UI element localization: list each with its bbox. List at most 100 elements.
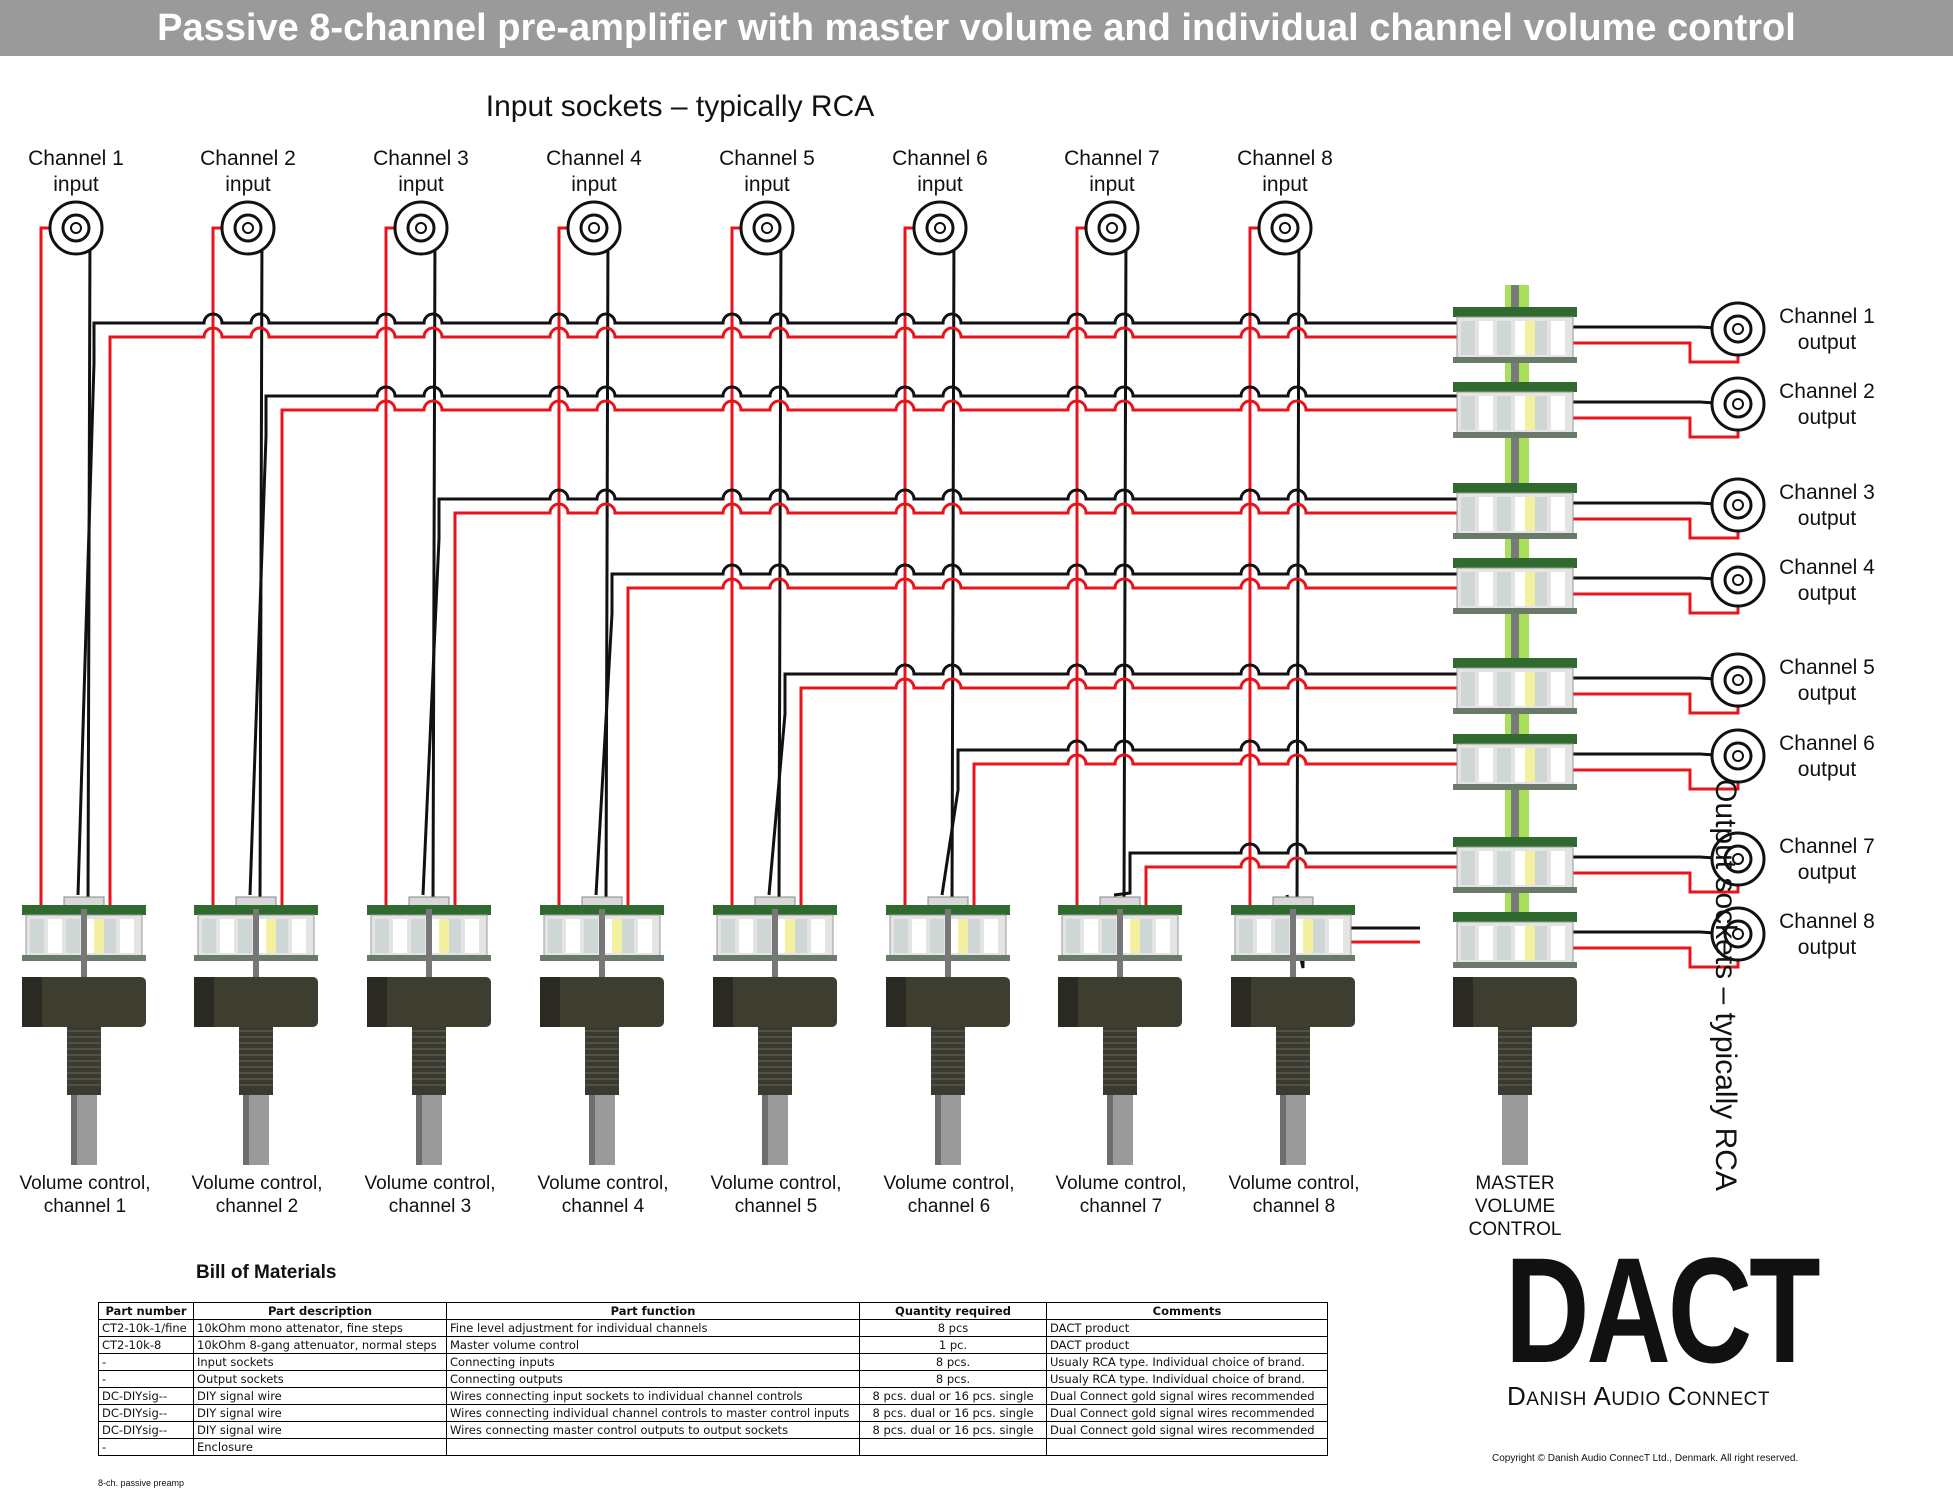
link-ground-wire-ch1 [76,312,1460,896]
bom-cell: DIY signal wire [193,1404,447,1422]
volume-control-pot-ch1 [22,896,146,1165]
bom-cell: Enclosure [193,1438,447,1456]
bom-header-cell: Part description [193,1302,447,1320]
input-socket-ch6 [912,200,968,256]
logo-subtitle-word: AUDIO [1593,1381,1661,1411]
volume-control-pot-ch7 [1058,896,1182,1165]
master-deck-ch8 [1453,912,1577,968]
bom-cell: 8 pcs [859,1319,1047,1337]
output-ground-wire-ch3 [1570,501,1731,507]
output-sockets-heading: Output sockets – typically RCA [1709,779,1742,1191]
input-label-ch5-line2: input [744,173,790,196]
link-ground-wire-ch4 [594,563,1460,896]
volume-control-label-ch5-line1: Volume control, [710,1173,842,1194]
input-socket-ch7 [1084,200,1140,256]
output-socket-ch4 [1710,552,1766,608]
bom-cell: Usualy RCA type. Individual choice of br… [1046,1353,1328,1371]
volume-control-label-ch3: Volume control,channel 3 [345,1172,515,1218]
output-socket-ch1 [1710,301,1766,357]
input-label-ch5-line1: Channel 5 [719,147,815,170]
output-ground-wire-ch1 [1570,325,1731,331]
bom-cell: Connecting inputs [446,1353,860,1371]
volume-control-label-ch8: Volume control,channel 8 [1209,1172,1379,1218]
bom-cell: 8 pcs. [859,1370,1047,1388]
link-hot-wire-ch4 [626,577,1460,905]
volume-control-label-ch5-line2: channel 5 [734,1196,818,1217]
logo-subtitle-word: DANISH [1507,1381,1587,1411]
volume-control-label-ch7-line1: Volume control, [1055,1173,1187,1194]
output-label-ch8-line2: output [1797,936,1857,959]
page-title: Passive 8-channel pre-amplifier with mas… [0,0,1953,56]
volume-control-label-ch4-line1: Volume control, [537,1173,669,1194]
output-ground-wire-ch7 [1570,855,1731,861]
bom-cell: 8 pcs. dual or 16 pcs. single [859,1421,1047,1439]
bom-cell: DACT product [1046,1336,1328,1354]
bom-cell: Dual Connect gold signal wires recommend… [1046,1404,1328,1422]
volume-control-pot-ch6 [886,896,1010,1165]
volume-control-pot-ch5 [713,896,837,1165]
bom-cell: 8 pcs. [859,1353,1047,1371]
bom-cell: Output sockets [193,1370,447,1388]
bom-cell: Usualy RCA type. Individual choice of br… [1046,1370,1328,1388]
input-label-ch7-line2: input [1089,173,1135,196]
input-ground-wire-ch3 [431,227,437,906]
volume-control-label-ch2-line2: channel 2 [215,1196,299,1217]
bom-cell: DC-DIYsig-- [98,1404,194,1422]
input-label-ch2-line1: Channel 2 [200,147,296,170]
link-hot-wire-ch6 [972,753,1460,905]
volume-control-label-ch3-line2: channel 3 [388,1196,472,1217]
input-label-ch1-line2: input [53,173,99,196]
input-label-ch2-line2: input [225,173,271,196]
input-label-ch4-line1: Channel 4 [546,147,642,170]
bom-cell: Dual Connect gold signal wires recommend… [1046,1387,1328,1405]
bom-cell: Wires connecting master control outputs … [446,1421,860,1439]
volume-control-pot-ch4 [540,896,664,1165]
logo-subtitle: DANISH AUDIO CONNECT [1507,1381,1815,1412]
volume-control-label-ch5: Volume control,channel 5 [691,1172,861,1218]
output-label-ch7-line2: output [1797,861,1857,884]
input-hot-wire-ch1 [39,226,62,905]
input-label-ch5: Channel 5 input [682,146,852,198]
output-socket-ch6 [1710,728,1766,784]
output-label-ch5-line1: Channel 5 [1779,656,1875,679]
input-socket-ch8 [1257,200,1313,256]
output-hot-wire-ch2 [1570,416,1740,439]
output-label-ch8-line1: Channel 8 [1779,910,1875,933]
bom-cell: Dual Connect gold signal wires recommend… [1046,1421,1328,1439]
bom-cell: Wires connecting individual channel cont… [446,1404,860,1422]
master-deck-ch5 [1453,658,1577,714]
link-hot-wire-ch5 [799,677,1460,905]
bom-cell: DC-DIYsig-- [98,1387,194,1405]
output-hot-wire-ch4 [1570,592,1740,615]
input-label-ch8-line1: Channel 8 [1237,147,1333,170]
volume-control-label-ch1-line1: Volume control, [19,1173,151,1194]
volume-control-label-ch2: Volume control,channel 2 [172,1172,342,1218]
logo-subtitle-word: CONNECT [1667,1381,1770,1411]
output-hot-wire-ch3 [1570,517,1740,540]
volume-control-pot-ch8 [1231,896,1355,1165]
volume-control-label-ch4-line2: channel 4 [561,1196,645,1217]
output-label-ch5-line2: output [1797,682,1857,705]
output-socket-ch3 [1710,477,1766,533]
input-label-ch6-line2: input [917,173,963,196]
master-volume-label-line1: MASTER [1475,1173,1555,1194]
dact-logo: DACT DANISH AUDIO CONNECT [1505,1226,1821,1412]
master-deck-ch6 [1453,734,1577,790]
output-label-ch6-line2: output [1797,758,1857,781]
bom-cell: CT2-10k-1/fine [98,1319,194,1337]
master-deck-ch1 [1453,307,1577,363]
logo-wordmark: DACT [1505,1226,1821,1394]
output-ground-wire-ch8 [1570,930,1731,936]
input-label-ch2: Channel 2 input [163,146,333,198]
